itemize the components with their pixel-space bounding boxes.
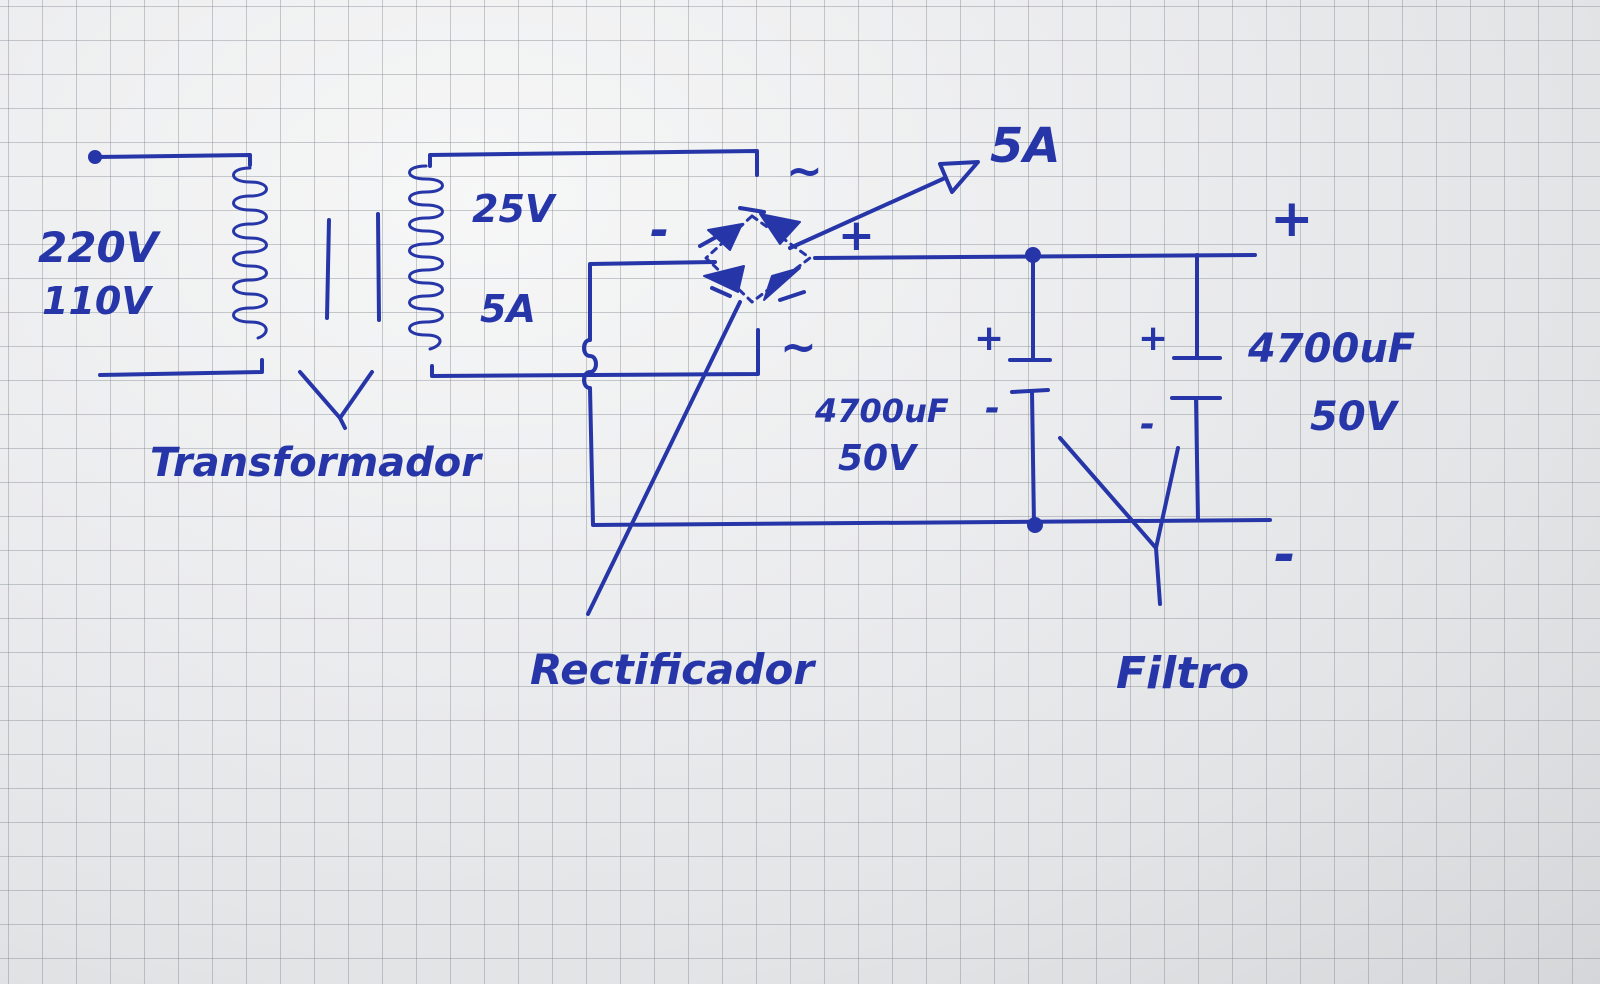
transformer-label: Transformador xyxy=(150,440,483,486)
filter-label: Filtro xyxy=(1116,648,1249,699)
capacitor-1 xyxy=(1008,253,1052,527)
secondary-wiring xyxy=(428,149,760,378)
negative-lead xyxy=(582,260,1272,527)
rectifier-current-rating: 5A xyxy=(990,118,1061,174)
primary-input-wires xyxy=(88,150,264,377)
rectifier-label: Rectificador xyxy=(530,645,816,694)
cap1-plus: + xyxy=(974,318,1004,359)
rectifier-ac-bottom: ~ xyxy=(780,322,817,373)
rectifier-pointer xyxy=(586,300,742,616)
cap2-minus: - xyxy=(1140,404,1155,445)
transformer-core xyxy=(325,212,381,322)
secondary-current-label: 5A xyxy=(480,287,536,331)
cap1-voltage: 50V xyxy=(838,438,919,479)
output-positive: + xyxy=(1270,189,1314,249)
secondary-voltage-label: 25V xyxy=(472,187,557,231)
input-voltage-220: 220V xyxy=(38,223,162,272)
output-negative: - xyxy=(1274,525,1296,585)
capacitor-2 xyxy=(1170,253,1222,522)
input-voltage-110: 110V xyxy=(42,279,153,323)
cap2-voltage: 50V xyxy=(1310,394,1400,440)
bridge-rectifier xyxy=(698,206,812,304)
transformer-pointer xyxy=(298,370,374,430)
cap1-capacitance: 4700uF xyxy=(814,392,949,430)
filter-pointer xyxy=(1058,436,1180,606)
rectifier-current-arrow xyxy=(788,160,980,250)
rectifier-plus-terminal: + xyxy=(838,210,875,261)
rectifier-ac-top: ~ xyxy=(786,146,823,197)
primary-coil xyxy=(232,166,268,340)
cap2-capacitance: 4700uF xyxy=(1247,326,1415,372)
cap1-minus: - xyxy=(985,388,1000,429)
secondary-coil xyxy=(408,164,444,351)
cap2-plus: + xyxy=(1138,318,1168,359)
rectifier-minus-terminal: - xyxy=(650,203,669,257)
